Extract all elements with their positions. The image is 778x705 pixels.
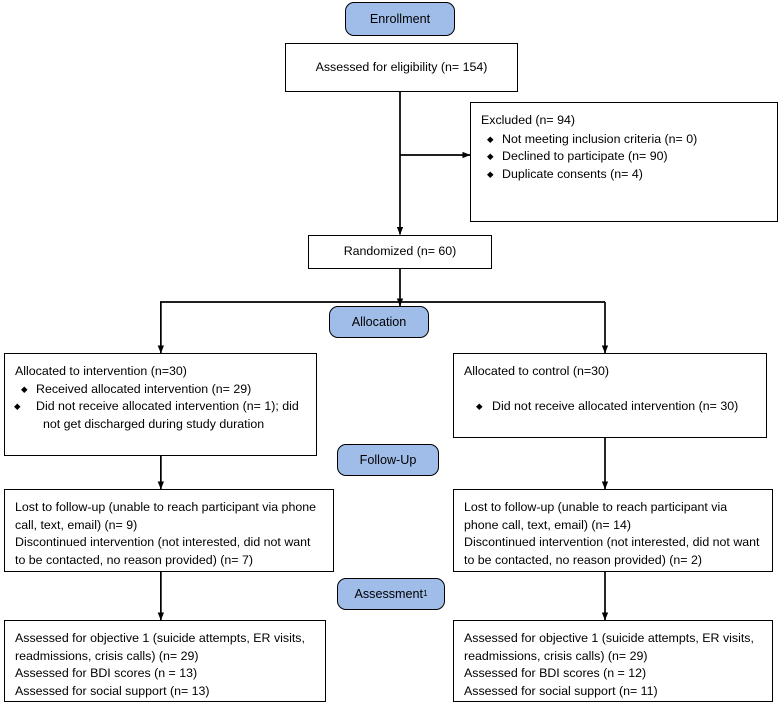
- assessment-control-line-3: Assessed for social support (n= 11): [464, 683, 658, 698]
- followup-intervention-line-1: Lost to follow-up (unable to reach parti…: [15, 500, 317, 532]
- box-allocated-control: Allocated to control (n=30) Did not rece…: [453, 353, 767, 438]
- stage-badge-followup: Follow-Up: [337, 444, 439, 476]
- allocated-intervention-list: Received allocated intervention (n= 29) …: [15, 381, 306, 434]
- randomized-text: Randomized (n= 60): [343, 244, 457, 259]
- list-item: Received allocated intervention (n= 29): [15, 381, 306, 399]
- box-assessment-intervention: Assessed for objective 1 (suicide attemp…: [4, 620, 326, 702]
- stage-badge-followup-label: Follow-Up: [359, 453, 417, 467]
- box-followup-control: Lost to follow-up (unable to reach parti…: [453, 489, 773, 572]
- box-followup-intervention: Lost to follow-up (unable to reach parti…: [4, 489, 334, 572]
- allocated-control-list: Did not receive allocated intervention (…: [464, 398, 756, 416]
- allocated-control-title: Allocated to control (n=30): [464, 364, 609, 378]
- assessment-control-line-1: Assessed for objective 1 (suicide attemp…: [464, 631, 754, 663]
- list-item: Duplicate consents (n= 4): [481, 166, 767, 184]
- box-excluded: Excluded (n= 94) Not meeting inclusion c…: [470, 102, 778, 222]
- stage-badge-allocation: Allocation: [329, 306, 429, 338]
- stage-badge-enrollment: Enrollment: [345, 2, 455, 36]
- stage-badge-assessment-label: Assessment: [354, 587, 424, 601]
- assessment-intervention-line-3: Assessed for social support (n= 13): [15, 683, 210, 698]
- followup-control-line-1: Lost to follow-up (unable to reach parti…: [464, 500, 728, 532]
- list-item: Declined to participate (n= 90): [481, 148, 767, 166]
- excluded-title: Excluded (n= 94): [481, 113, 576, 127]
- box-allocated-intervention: Allocated to intervention (n=30) Receive…: [4, 353, 317, 456]
- spacer: [464, 381, 756, 398]
- stage-badge-allocation-label: Allocation: [351, 315, 407, 329]
- list-item: Did not receive allocated intervention (…: [464, 398, 756, 416]
- stage-badge-enrollment-label: Enrollment: [369, 12, 431, 26]
- assessment-intervention-line-2: Assessed for BDI scores (n = 13): [15, 666, 198, 680]
- followup-intervention-line-2: Discontinued intervention (not intereste…: [15, 535, 311, 567]
- excluded-reason-list: Not meeting inclusion criteria (n= 0) De…: [481, 131, 767, 184]
- assessed-for-eligibility-text: Assessed for eligibility (n= 154): [315, 59, 488, 74]
- box-randomized: Randomized (n= 60): [308, 235, 492, 269]
- assessment-control-line-2: Assessed for BDI scores (n = 12): [464, 666, 647, 680]
- box-assessed-for-eligibility: Assessed for eligibility (n= 154): [285, 43, 518, 92]
- followup-control-line-2: Discontinued intervention (not intereste…: [464, 535, 760, 567]
- assessment-intervention-line-1: Assessed for objective 1 (suicide attemp…: [15, 631, 305, 663]
- box-assessment-control: Assessed for objective 1 (suicide attemp…: [453, 620, 773, 702]
- list-item: Not meeting inclusion criteria (n= 0): [481, 131, 767, 149]
- allocated-intervention-title: Allocated to intervention (n=30): [15, 364, 187, 378]
- list-item: Did not receive allocated intervention (…: [15, 398, 306, 433]
